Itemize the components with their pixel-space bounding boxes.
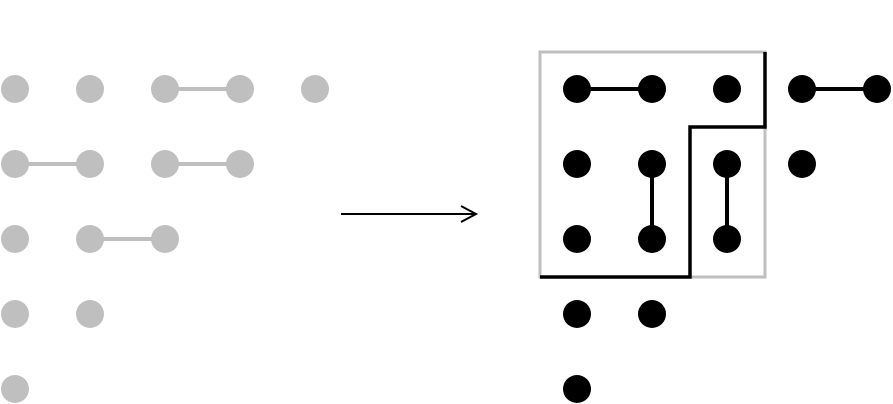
left-dot-diagram [1,75,329,403]
right-dot [638,300,666,328]
right-dot [638,150,666,178]
right-dot-diagram [538,50,891,403]
left-dot [76,150,104,178]
right-dot [563,75,591,103]
left-dot [226,75,254,103]
right-dot [563,375,591,403]
left-dot [76,75,104,103]
left-dot [151,225,179,253]
left-dot [226,150,254,178]
left-dot [1,225,29,253]
left-dot [76,225,104,253]
arrow-head [460,205,479,223]
right-dot [563,300,591,328]
right-dot [788,150,816,178]
right-dot [788,75,816,103]
left-dot [151,75,179,103]
right-dot [713,150,741,178]
right-dot [563,150,591,178]
right-dot [713,225,741,253]
transformation-arrow [341,205,479,223]
left-dot [151,150,179,178]
left-dot [1,375,29,403]
left-dot [301,75,329,103]
left-dot [1,75,29,103]
right-dot [713,75,741,103]
left-dot [1,300,29,328]
right-dot [563,225,591,253]
right-dot [863,75,891,103]
right-staircase-boundary [540,52,767,279]
right-dot [638,225,666,253]
left-dot [76,300,104,328]
left-dot [1,150,29,178]
right-dot [638,75,666,103]
